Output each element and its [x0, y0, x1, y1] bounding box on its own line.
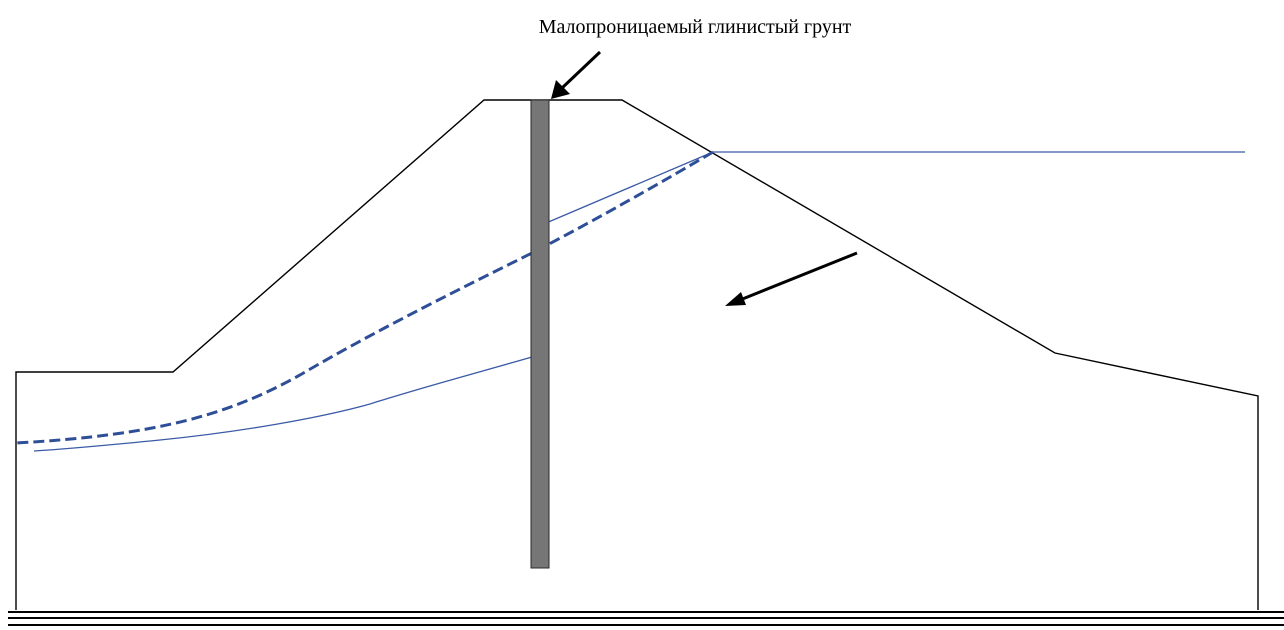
clay-core-label: Малопроницаемый глинистый грунт	[538, 16, 852, 38]
label-pointer-arrow-shaft	[560, 50, 602, 90]
seepage-curve-dashed	[15, 150, 714, 445]
clay-core	[530, 99, 550, 569]
dam-outline	[15, 99, 1259, 610]
label-pointer-arrowhead	[551, 80, 570, 99]
flow-direction-arrow-shaft	[739, 251, 858, 302]
seepage-line-downstream	[33, 356, 533, 452]
seepage-line-upstream	[531, 151, 714, 230]
flow-direction-arrowhead	[725, 292, 746, 306]
